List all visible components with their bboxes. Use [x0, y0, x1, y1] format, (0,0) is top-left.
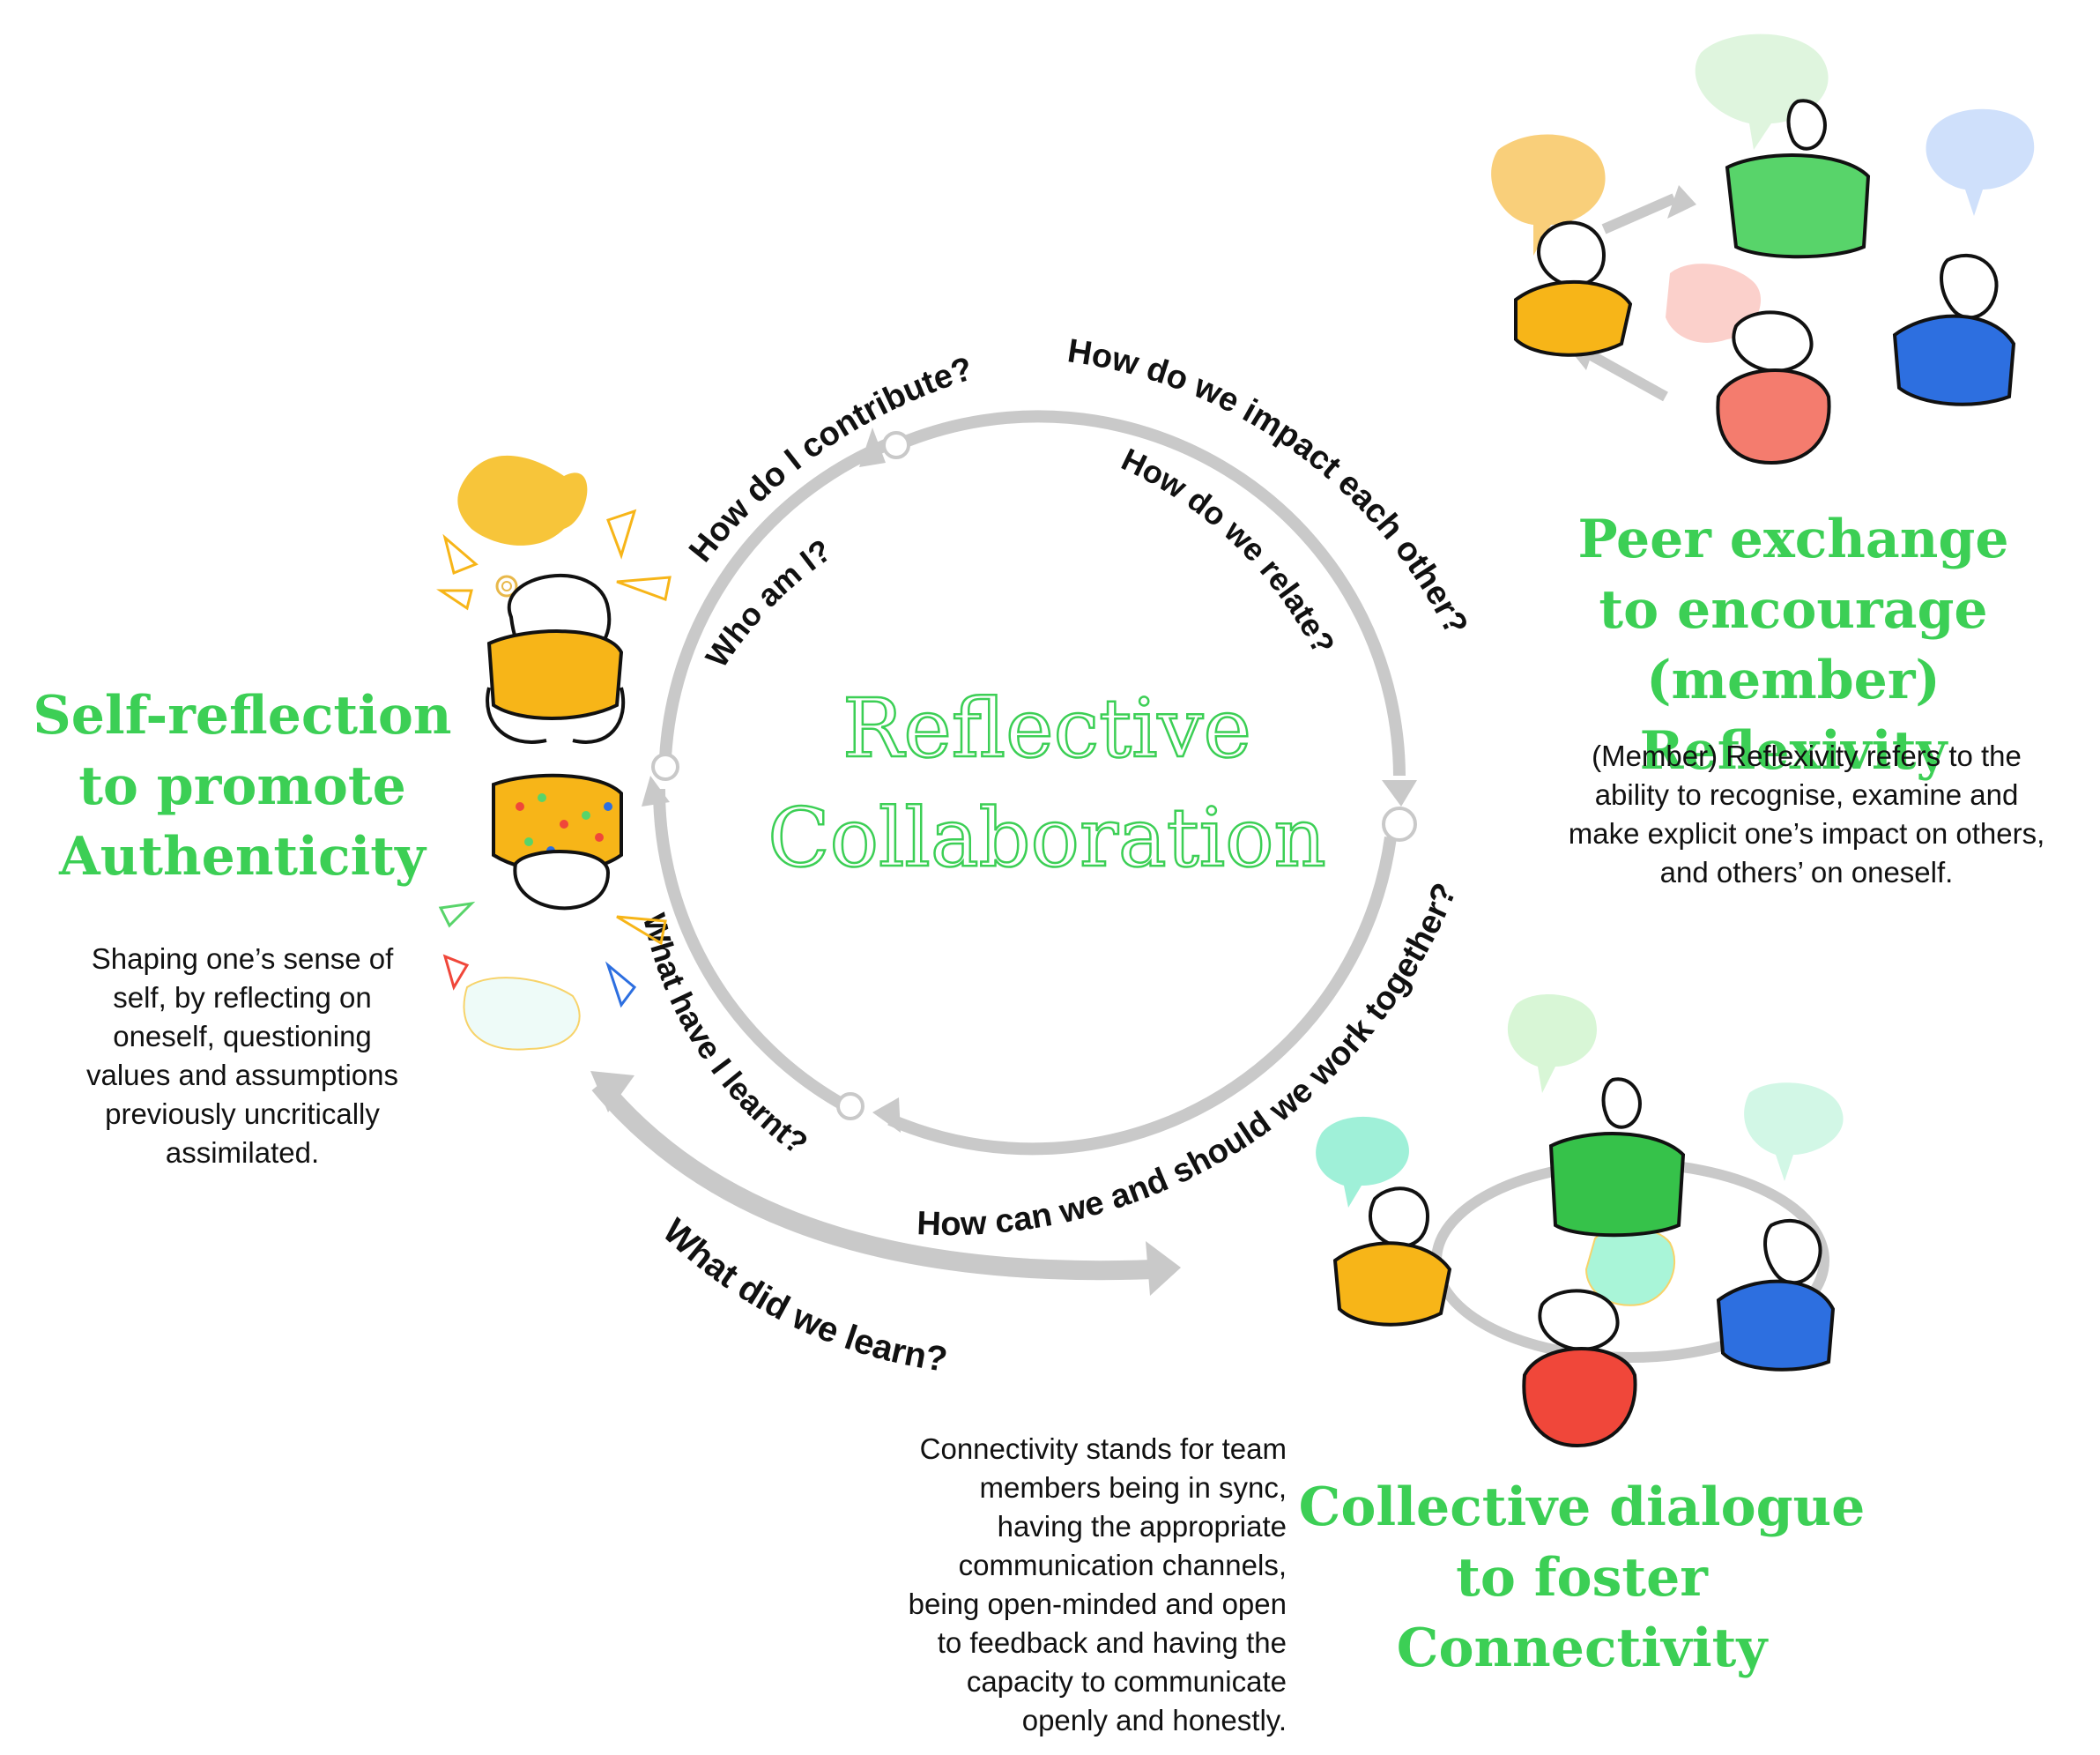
center-title: Reflective Collaboration	[768, 681, 1326, 885]
description-line: oneself, questioning	[53, 1017, 432, 1056]
description-line: previously uncritically	[53, 1095, 432, 1134]
collective-dialogue-heading-line2: to foster	[1295, 1543, 1868, 1613]
description-line: capacity to communicate	[864, 1662, 1287, 1701]
description-line: ability to recognise, examine and	[1533, 776, 2080, 814]
self-reflection-heading-line3: Authenticity	[26, 822, 458, 892]
svg-text:What did we learn?: What did we learn?	[656, 1211, 950, 1379]
description-line: self, by reflecting on	[53, 978, 432, 1017]
description-line: communication channels,	[864, 1546, 1287, 1585]
description-line: make explicit one’s impact on others,	[1533, 814, 2080, 853]
description-line: (Member) Reflexivity refers to the	[1533, 737, 2080, 776]
peer-exchange-description: (Member) Reflexivity refers to the abili…	[1533, 737, 2080, 892]
peer-exchange-heading-line2: to encourage	[1489, 575, 2097, 645]
question-how-do-i-contribute: How do I contribute?	[682, 350, 977, 569]
description-line: members being in sync,	[864, 1469, 1287, 1507]
description-line: to feedback and having the	[864, 1624, 1287, 1662]
collective-dialogue-heading-line3: Connectivity	[1295, 1613, 1868, 1684]
peer-exchange-illustration	[1491, 34, 2034, 463]
svg-text:What have I learnt?: What have I learnt?	[636, 910, 815, 1161]
collective-dialogue-heading-line1: Collective dialogue	[1295, 1472, 1868, 1543]
peer-exchange-heading-line1: Peer exchange	[1489, 504, 2097, 575]
question-what-did-we-learn: What did we learn?	[656, 1211, 950, 1379]
description-line: being open-minded and open	[864, 1585, 1287, 1624]
collective-dialogue-description: Connectivity stands for team members bei…	[864, 1430, 1287, 1740]
question-how-work-together: How can we and should we work together?	[916, 878, 1465, 1243]
self-reflection-heading: Self-reflection to promote Authenticity	[26, 680, 458, 892]
description-line: having the appropriate	[864, 1507, 1287, 1546]
self-reflection-heading-line1: Self-reflection	[26, 680, 458, 751]
self-reflection-heading-line2: to promote	[26, 751, 458, 822]
self-reflection-illustration	[441, 456, 670, 1050]
svg-text:How do I contribute?: How do I contribute?	[682, 350, 977, 569]
center-title-line2: Collaboration	[768, 791, 1326, 885]
collective-dialogue-heading: Collective dialogue to foster Connectivi…	[1295, 1472, 1868, 1684]
description-line: assimilated.	[53, 1134, 432, 1172]
svg-text:How can we and should we work: How can we and should we work together?	[916, 878, 1465, 1243]
center-title-line1: Reflective	[842, 681, 1251, 776]
description-line: values and assumptions	[53, 1056, 432, 1095]
description-line: Connectivity stands for team	[864, 1430, 1287, 1469]
self-reflection-description: Shaping one’s sense of self, by reflecti…	[53, 940, 432, 1172]
description-line: Shaping one’s sense of	[53, 940, 432, 978]
collective-dialogue-illustration	[1316, 994, 1843, 1446]
description-line: openly and honestly.	[864, 1701, 1287, 1740]
description-line: and others’ on oneself.	[1533, 853, 2080, 892]
question-what-have-i-learnt: What have I learnt?	[636, 910, 815, 1161]
